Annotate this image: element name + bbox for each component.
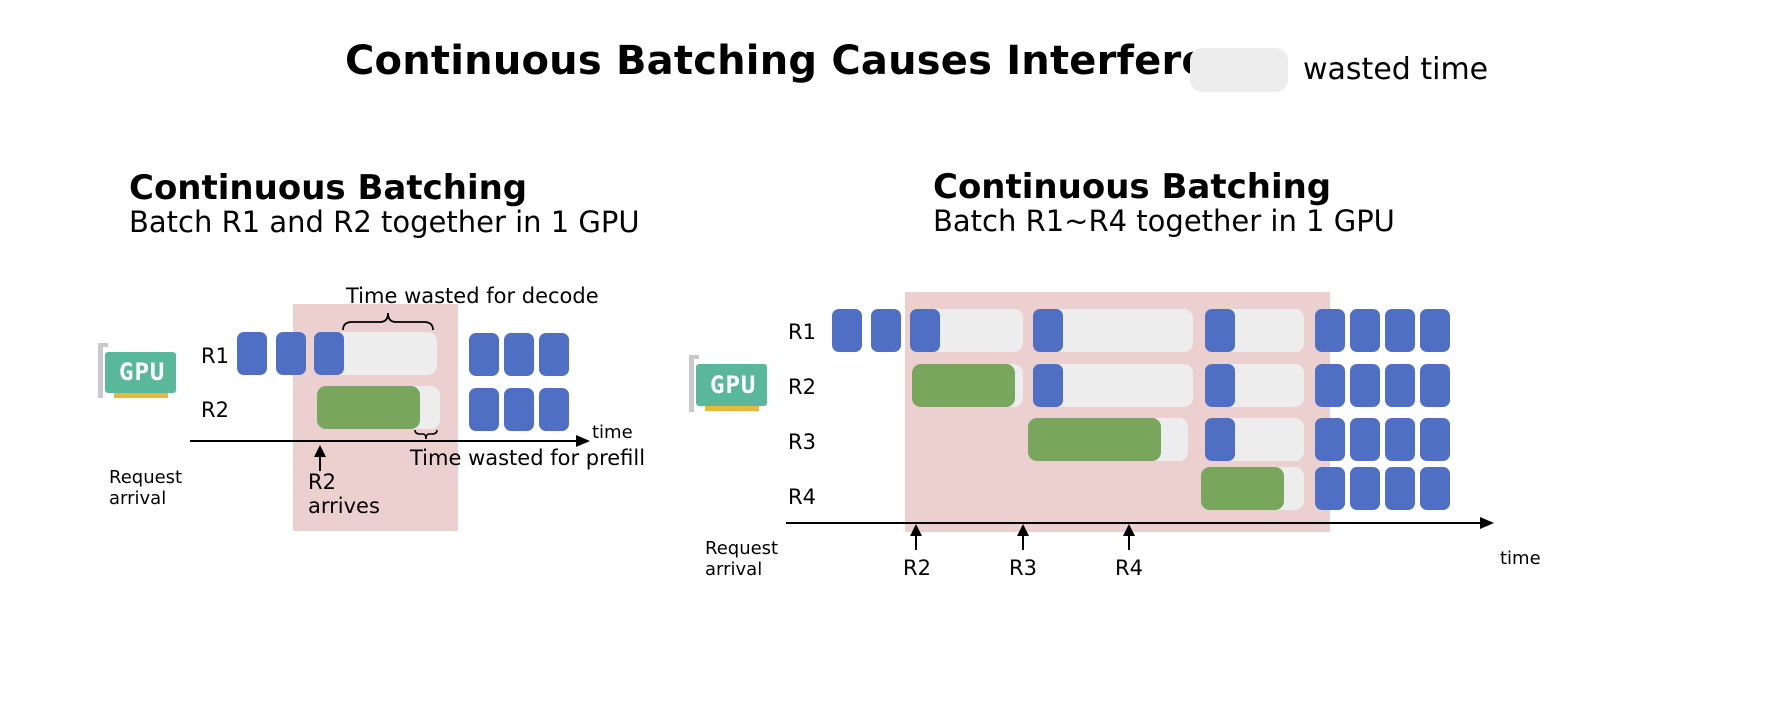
right-r2-arrival-arrowhead [910,524,922,536]
right-r4-decode-block [1420,467,1450,510]
left-r2-prefill-block [317,386,420,429]
left-r2-arrives-label: R2 arrives [308,470,380,518]
right-r3-decode-block [1350,418,1380,461]
right-r4-prefill-block [1201,467,1284,510]
legend-wasted-swatch [1190,48,1288,92]
left-r2-decode-block [504,388,534,431]
right-r2-decode-block [1350,364,1380,407]
left-panel-title: Continuous Batching [129,168,528,208]
right-r3-decode-block [1315,418,1345,461]
right-r3-prefill-block [1028,418,1161,461]
left-time-axis-arrowhead [576,435,590,447]
right-r3-decode-block [1205,418,1235,461]
left-r1-decode-block [237,332,267,375]
left-annotation-decode: Time wasted for decode [346,284,599,308]
right-request-arrival-text: Request arrival [705,538,779,580]
right-r1-decode-block [1350,309,1380,352]
left-time-axis [190,440,578,442]
right-r3-decode-block [1385,418,1415,461]
right-time-axis-arrowhead [1480,517,1494,529]
right-r3-arrival-label: R3 [1009,556,1037,580]
left-r1-decode-block [469,333,499,376]
right-r1-decode-block [1205,309,1235,352]
left-row-label-r2: R2 [201,398,229,422]
left-request-arrival-label: Request arrival [109,467,182,509]
right-r1-wasted [1045,309,1193,352]
left-r2-decode-block [469,388,499,431]
left-r1-decode-block [539,333,569,376]
right-panel-title: Continuous Batching [933,167,1332,207]
right-r4-decode-block [1315,467,1345,510]
right-r2-decode-block [1033,364,1063,407]
right-r3-decode-block [1420,418,1450,461]
left-r2-arrival-arrowhead [314,445,326,457]
right-r4-arrival-arrowhead [1123,524,1135,536]
left-row-label-r1: R1 [201,344,229,368]
right-time-axis [786,522,1482,524]
left-r1-decode-block [314,332,344,375]
left-r2-decode-block [539,388,569,431]
right-row-label-r4: R4 [788,485,816,509]
left-request-arrival-text: Request arrival [109,467,183,509]
right-r2-prefill-block [912,364,1015,407]
right-r2-decode-block [1315,364,1345,407]
left-annotation-prefill: Time wasted for prefill [410,446,646,470]
left-r1-wasted-decode [330,332,437,375]
right-r4-arrival-label: R4 [1115,556,1143,580]
right-r1-decode-block [1420,309,1450,352]
right-row-label-r2: R2 [788,375,816,399]
left-r1-decode-block [276,332,306,375]
page-title: Continuous Batching Causes Interference [345,38,1289,84]
right-row-label-r1: R1 [788,320,816,344]
right-r4-decode-block [1385,467,1415,510]
right-request-arrival-label: Request arrival [705,538,778,580]
right-r1-decode-block [910,309,940,352]
right-r4-arrival-arrow [1128,534,1130,550]
right-r1-decode-block [871,309,901,352]
right-r3-arrival-arrow [1022,534,1024,550]
right-r3-arrival-arrowhead [1017,524,1029,536]
left-decode-brace [342,312,434,331]
left-r2-arrival-arrow [319,455,321,471]
right-r1-decode-block [832,309,862,352]
right-r2-arrival-arrow [915,534,917,550]
right-r1-decode-block [1033,309,1063,352]
right-gpu-label: GPU [710,371,757,399]
left-r1-decode-block [504,333,534,376]
left-time-label: time [592,422,633,443]
legend-wasted-label: wasted time [1303,52,1489,87]
right-r2-arrival-label: R2 [903,556,931,580]
right-r1-decode-block [1385,309,1415,352]
right-time-label: time [1500,548,1541,569]
left-panel-subtitle: Batch R1 and R2 together in 1 GPU [129,205,640,239]
left-gpu-label: GPU [119,358,166,386]
right-r4-decode-block [1350,467,1380,510]
right-r2-decode-block [1205,364,1235,407]
right-r2-decode-block [1385,364,1415,407]
right-row-label-r3: R3 [788,430,816,454]
right-r2-decode-block [1420,364,1450,407]
right-r1-decode-block [1315,309,1345,352]
left-prefill-brace [414,429,438,440]
right-r2-wasted [1045,364,1193,407]
right-panel-subtitle: Batch R1~R4 together in 1 GPU [933,204,1395,238]
